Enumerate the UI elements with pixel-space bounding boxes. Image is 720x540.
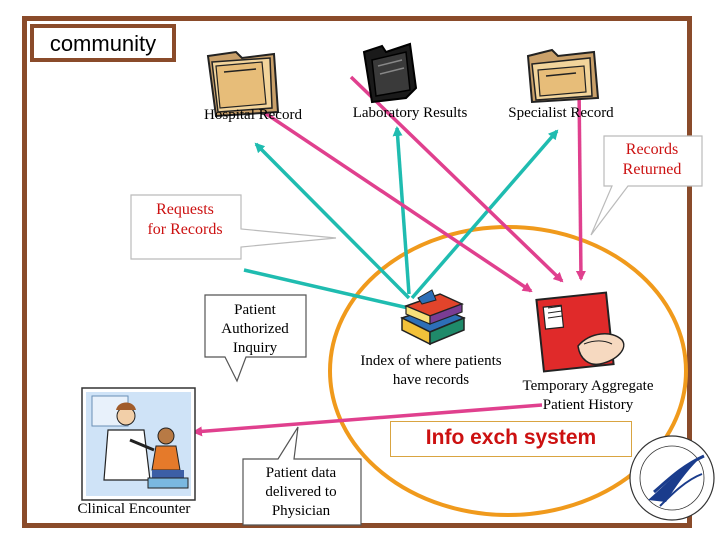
request-arrow-inquiry <box>243 268 419 314</box>
clinical-encounter-picture <box>81 387 196 501</box>
laboratory-black-folder-icon <box>362 42 418 104</box>
patient-history-binder-icon <box>535 291 625 373</box>
request-arrow-hospital <box>254 142 411 300</box>
index-book-stack-icon <box>400 289 466 346</box>
patient-authorized-inquiry-text: Patient Authorized Inquiry <box>221 302 289 356</box>
request-arrow-laboratory <box>392 126 411 295</box>
request-arrow-specialist <box>410 129 559 300</box>
community-title: community <box>30 24 176 62</box>
inquiry-callout-shape <box>204 294 307 383</box>
requests-callout-shape <box>130 194 337 260</box>
delivered-callout-shape <box>242 426 362 526</box>
temporary-aggregate-label: Temporary Aggregate Patient History <box>522 378 654 413</box>
return-arrow-hospital <box>231 89 533 293</box>
hospital-record-label: Hospital Record <box>204 107 302 123</box>
clinical-encounter-label: Clinical Encounter <box>77 501 191 517</box>
specialist-record-label: Specialist Record <box>508 105 614 121</box>
records-returned-text: Records Returned <box>622 141 682 178</box>
records-returned-callout-shape <box>590 135 703 236</box>
delivery-arrow-physician <box>192 403 543 437</box>
hhs-seal-logo <box>629 435 715 521</box>
laboratory-results-label: Laboratory Results <box>352 105 468 121</box>
patient-data-delivered-text: Patient data delivered to Physician <box>265 465 337 519</box>
return-arrow-specialist <box>575 84 586 281</box>
requests-for-records-text: Requests for Records <box>147 201 223 238</box>
return-arrow-laboratory <box>349 75 564 283</box>
info-exchange-system-label: Info exch system <box>390 421 632 457</box>
index-label: Index of where patients have records <box>360 353 502 388</box>
specialist-folder-icon <box>526 48 600 104</box>
hospital-folder-icon <box>206 50 280 118</box>
